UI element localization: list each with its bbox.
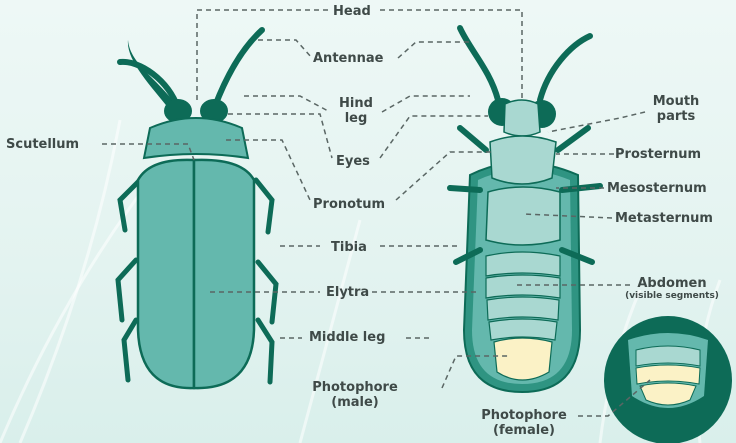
label-antennae: Antennae xyxy=(313,51,383,66)
label-abdomen-note: (visible segments) xyxy=(611,291,733,302)
label-abdomen: Abdomen (visible segments) xyxy=(611,276,733,302)
label-metasternum: Metasternum xyxy=(615,211,713,226)
label-photophore-female-line1: Photophore xyxy=(470,408,578,423)
label-pronotum: Pronotum xyxy=(313,197,385,212)
label-photophore-male-line2: (male) xyxy=(306,395,404,410)
prosternum-shape xyxy=(490,136,556,184)
label-mouth-parts: Mouth parts xyxy=(643,94,709,124)
elytra-right xyxy=(194,160,254,388)
elytra-left xyxy=(138,160,194,388)
label-mesosternum: Mesosternum xyxy=(607,181,707,196)
label-abdomen-title: Abdomen xyxy=(611,276,733,291)
beetle-dorsal-view xyxy=(118,30,276,388)
female-photophore-inset xyxy=(604,316,732,443)
label-photophore-male: Photophore (male) xyxy=(306,380,404,410)
label-eyes: Eyes xyxy=(336,154,370,169)
label-photophore-male-line1: Photophore xyxy=(306,380,404,395)
metasternum-shape xyxy=(486,187,560,245)
label-scutellum: Scutellum xyxy=(6,137,79,152)
label-photophore-female-line2: (female) xyxy=(470,423,578,438)
label-prosternum: Prosternum xyxy=(615,147,701,162)
label-photophore-female: Photophore (female) xyxy=(470,408,578,438)
ventral-head xyxy=(504,100,540,136)
photophore-male-shape xyxy=(494,338,552,380)
label-hind-leg: Hind leg xyxy=(336,96,376,126)
pronotum-shape xyxy=(144,118,248,158)
label-tibia: Tibia xyxy=(331,240,367,255)
label-elytra: Elytra xyxy=(326,285,369,300)
label-head: Head xyxy=(333,4,371,19)
label-hind-leg-line2: leg xyxy=(336,111,376,126)
label-mouth-parts-line1: Mouth xyxy=(643,94,709,109)
label-middle-leg: Middle leg xyxy=(309,330,385,345)
label-hind-leg-line1: Hind xyxy=(336,96,376,111)
label-mouth-parts-line2: parts xyxy=(643,109,709,124)
beetle-ventral-view xyxy=(450,28,600,392)
